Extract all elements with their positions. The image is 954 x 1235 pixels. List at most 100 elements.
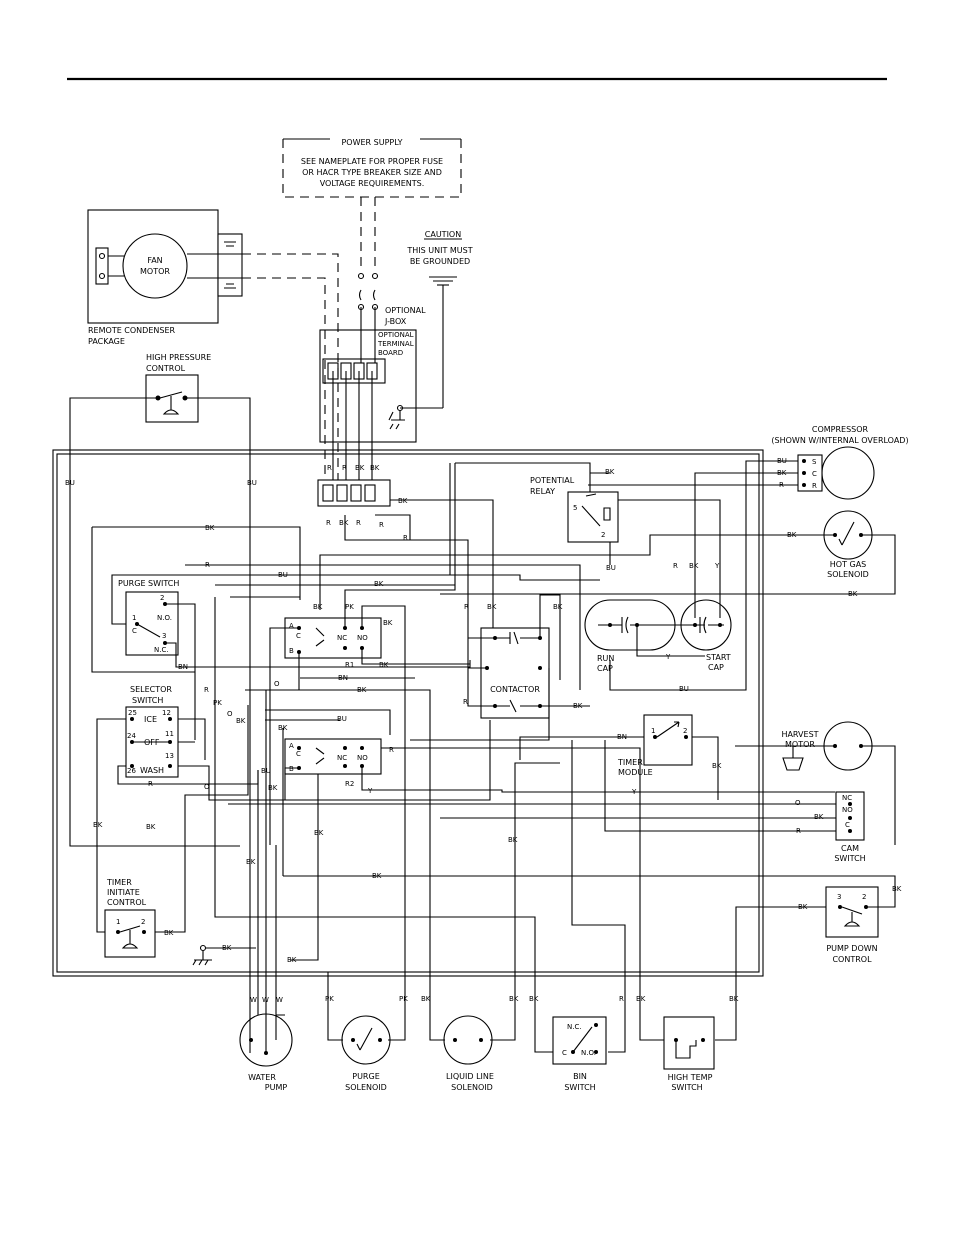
svg-text:BK: BK [372,872,382,880]
caution-line-1: THIS UNIT MUST [406,246,472,255]
svg-text:BK: BK [370,464,380,472]
svg-text:BK: BK [383,619,393,627]
purge-solenoid: PURGE SOLENOID [341,1015,391,1092]
svg-text:13: 13 [165,752,174,760]
power-supply-note-2: OR HACR TYPE BREAKER SIZE AND [302,168,442,177]
water-pump-label-1: WATER [248,1073,276,1082]
svg-text:2: 2 [862,893,866,901]
timer-initiate-label-1: TIMER [106,878,132,887]
svg-text:3: 3 [162,632,166,640]
cam-switch-label-2: SWITCH [834,854,865,863]
svg-text:O: O [227,710,233,718]
caution-line-2: BE GROUNDED [410,257,470,266]
svg-text:2: 2 [683,727,687,735]
svg-text:1: 1 [651,727,655,735]
high-pressure-label-1: HIGH PRESSURE [146,353,211,362]
contactor-label: CONTACTOR [490,685,540,694]
svg-text:A: A [289,622,294,630]
svg-text:R: R [326,519,331,527]
svg-text:BK: BK [236,717,246,725]
water-pump: WATER PUMP [239,1013,293,1092]
svg-text:R2: R2 [345,780,354,788]
svg-text:2: 2 [601,531,605,539]
water-pump-label-2: PUMP [265,1083,288,1092]
svg-text:26: 26 [127,767,136,775]
svg-text:W: W [250,996,257,1004]
timer-module: 1 2 TIMER MODULE BN BK [519,714,722,800]
svg-text:NO: NO [842,806,853,814]
svg-text:BK: BK [164,929,174,937]
purge-switch: PURGE SWITCH 2 N.O. 1 C 3 N.C. BN [111,463,471,740]
svg-text:R: R [379,521,384,529]
svg-text:W: W [262,996,269,1004]
purge-solenoid-label-1: PURGE [352,1072,380,1081]
svg-text:1: 1 [132,614,136,622]
compressor: COMPRESSOR (SHOWN W/INTERNAL OVERLOAD) S… [588,425,909,691]
svg-text:BK: BK [278,724,288,732]
svg-text:C: C [132,627,137,635]
compressor-label-1: COMPRESSOR [812,425,869,434]
svg-text:R: R [403,534,408,542]
svg-text:BK: BK [268,784,278,792]
start-cap-label-1: START [706,653,731,662]
svg-text:PK: PK [345,603,354,611]
timer-module-label-2: MODULE [618,768,653,777]
svg-text:BK: BK [605,468,615,476]
svg-text:R: R [342,464,347,472]
hot-gas-solenoid: HOT GAS SOLENOID BK BK [319,510,896,610]
relay-r1: A C B NC NO R1 BK PK BK BK [269,463,470,1008]
caution-ground: CAUTION THIS UNIT MUST BE GROUNDED [396,230,473,412]
svg-text:R: R [812,482,817,490]
timer-initiate-label-3: CONTROL [107,898,147,907]
svg-text:BK: BK [487,603,497,611]
terminal-board-label-3: BOARD [378,349,403,357]
harvest-motor-label-2: MOTOR [785,740,815,749]
high-pressure-label-2: CONTROL [146,364,186,373]
svg-text:BK: BK [355,464,365,472]
start-cap: START CAP [680,599,732,672]
svg-text:R: R [463,698,468,706]
svg-text:BN: BN [338,674,348,682]
svg-text:R: R [673,562,678,570]
svg-text:N.C.: N.C. [154,646,169,654]
control-box-inner [56,453,760,973]
svg-text:PK: PK [325,995,334,1003]
j-box-label-2: J-BOX [384,317,407,326]
start-cap-label-2: CAP [708,663,724,672]
cam-switch: NC NO C CAM SWITCH O BK R Y [228,740,866,863]
power-supply-note-3: VOLTAGE REQUIREMENTS. [320,179,425,188]
svg-text:BU: BU [65,479,75,487]
svg-text:R: R [205,561,210,569]
j-box-label-1: OPTIONAL [385,306,426,315]
svg-text:Y: Y [714,562,720,570]
svg-text:PK: PK [399,995,408,1003]
run-cap: RUN CAP Y BU [584,599,705,693]
svg-text:BK: BK [712,762,722,770]
potential-relay: POTENTIAL RELAY 5 2 BK BU R BK Y [455,462,721,618]
svg-text:Y: Y [367,787,373,795]
svg-text:R: R [619,995,624,1003]
svg-text:BU: BU [337,715,347,723]
svg-text:BK: BK [313,603,323,611]
svg-text:BU: BU [278,571,288,579]
run-cap-label-2: CAP [597,664,613,673]
cam-switch-label-1: CAM [841,844,859,853]
svg-text:BK: BK [553,603,563,611]
svg-text:BK: BK [374,580,384,588]
purge-switch-label: PURGE SWITCH [118,579,179,588]
control-box-outer [52,449,764,977]
svg-text:BN: BN [178,663,188,671]
svg-text:R: R [204,686,209,694]
svg-text:11: 11 [165,730,174,738]
fan-motor-label-1: FAN [147,256,162,265]
svg-text:BK: BK [314,829,324,837]
timer-module-label-1: TIMER [617,758,643,767]
svg-text:N.O.: N.O. [157,614,172,622]
svg-text:C: C [845,821,850,829]
contactor: CONTACTOR R BK BK R BK BK [365,539,590,844]
svg-text:NO: NO [357,754,368,762]
svg-text:2: 2 [141,918,145,926]
svg-text:BK: BK [287,956,297,964]
svg-text:BK: BK [222,944,232,952]
